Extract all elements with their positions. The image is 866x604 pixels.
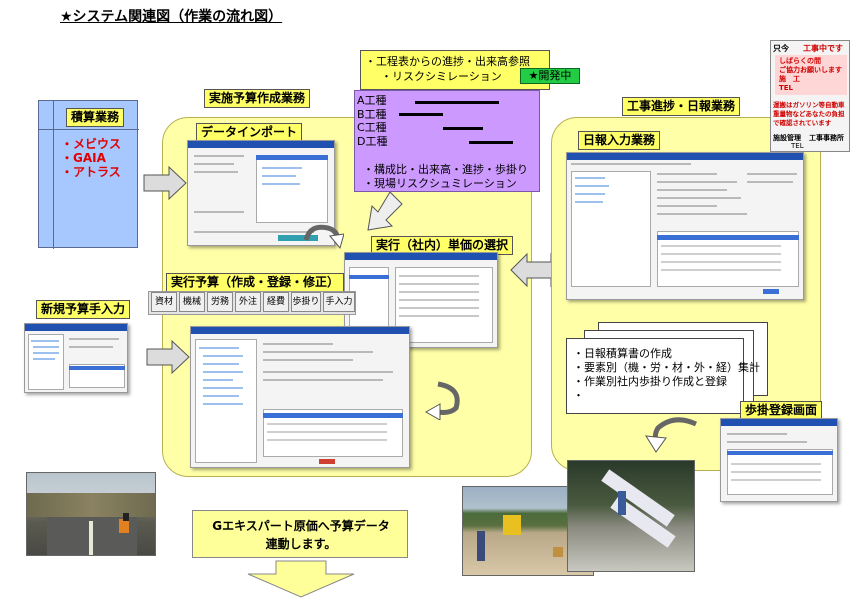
data-import-label: データインポート <box>196 123 303 142</box>
sign-lines-top: しばらくの間 ご協力お願いします 施 工 TEL <box>779 57 842 93</box>
sign-line: で確認されています <box>773 119 832 127</box>
schedule-note: ・構成比・出来高・進捗・歩掛り <box>363 163 528 176</box>
expense-button[interactable]: 経費 <box>263 292 289 312</box>
gantt-bar <box>415 101 499 104</box>
schedule-note: ・現場リスクシュミレーション <box>363 177 517 190</box>
road-photo <box>26 472 156 556</box>
estimation-list: ・メビウス ・GAIA ・アトラス <box>61 137 121 179</box>
arrow-down-left-icon <box>360 190 404 234</box>
doc-line: ・要素別（機・労・材・外・経）集計 <box>573 361 760 374</box>
gantt-bar <box>469 141 513 144</box>
gantt-bar <box>443 127 483 130</box>
ayugake-label: 歩掛登録画面 <box>740 401 823 420</box>
estimation-divider-h <box>39 129 139 130</box>
subcontract-button[interactable]: 外注 <box>235 292 261 312</box>
process-row: B工種 <box>357 107 387 121</box>
page-title: ★システム関連図（作業の流れ図） <box>60 9 283 25</box>
schedule-header-line1: ・工程表からの進捗・出来高参照 <box>365 55 530 68</box>
estimation-label: 積算業務 <box>66 108 125 127</box>
unit-price-screen <box>344 252 498 348</box>
new-budget-screen <box>24 323 128 393</box>
sign-footer-tel: TEL <box>791 142 804 150</box>
process-row: A工種 <box>357 94 387 107</box>
sign-line: ご協力お願いします <box>779 66 842 74</box>
exec-budget-label: 実行予算（作成・登録・修正） <box>166 273 345 292</box>
curved-arrow-icon <box>300 220 344 256</box>
sign-footer-left: 施設管理 <box>773 134 801 142</box>
construction-sign: 只今 工事中です しばらくの間 ご協力お願いします 施 工 TEL 運搬はガソリ… <box>770 40 850 152</box>
sign-line: 重量物などあなたの負担 <box>773 110 845 118</box>
process-row: C工種 <box>357 121 387 134</box>
bottom-note-line1: Gエキスパート原価へ予算データ <box>212 519 390 533</box>
curved-arrow-icon <box>424 380 468 420</box>
daily-report-doc: ・日報積算書の作成 ・要素別（機・労・材・外・経）集計 ・作業別社内歩掛り作成と… <box>566 338 760 414</box>
progress-work-label: 工事進捗・日報業務 <box>622 97 741 116</box>
bottom-note: Gエキスパート原価へ予算データ 連動します。 <box>192 510 408 558</box>
estimation-item: ・GAIA <box>61 151 106 165</box>
manual-input-button[interactable]: 手入力 <box>323 292 355 312</box>
ayugake-screen <box>720 418 838 502</box>
schedule-header: ・工程表からの進捗・出来高参照 ・リスクシミレーション <box>360 50 550 90</box>
sign-line: しばらくの間 <box>779 57 821 65</box>
sign-footer-right: 工事事務所 <box>809 134 844 142</box>
doc-line: ・作業別社内歩掛り作成と登録 <box>573 375 727 388</box>
exec-budget-screen <box>190 326 410 468</box>
arrow-right-icon <box>146 340 190 374</box>
estimation-divider-v <box>53 101 54 249</box>
doc-line: ・ <box>573 389 584 402</box>
budget-button-strip: 資材 機械 労務 外注 経費 歩掛り 手入力 <box>148 291 356 315</box>
labor-button[interactable]: 労務 <box>207 292 233 312</box>
bottom-note-line2: 連動します。 <box>265 537 337 551</box>
sign-line: 施 工 <box>779 75 800 83</box>
unit-price-label: 実行（社内）単価の選択 <box>371 236 514 255</box>
material-button[interactable]: 資材 <box>151 292 177 312</box>
estimation-item: ・メビウス <box>61 137 122 151</box>
curved-arrow-icon <box>640 414 700 454</box>
sign-line: TEL <box>779 84 794 92</box>
daily-input-label: 日報入力業務 <box>578 131 661 150</box>
doc-line: ・日報積算書の作成 <box>573 347 672 360</box>
trench-photo <box>567 460 695 572</box>
arrow-down-icon <box>246 560 356 598</box>
new-budget-label: 新規予算手入力 <box>36 300 131 319</box>
schedule-notes: ・構成比・出来高・進捗・歩掛り ・現場リスクシュミレーション <box>363 163 528 191</box>
budget-work-label: 実施予算作成業務 <box>204 89 311 108</box>
arrow-right-icon <box>143 166 187 200</box>
schedule-header-line2: ・リスクシミレーション <box>381 70 502 83</box>
daily-input-screen <box>566 152 804 300</box>
sign-line: 運搬はガソリン等自動車 <box>773 101 845 109</box>
gantt-bar <box>399 113 443 116</box>
schedule-box: A工種 B工種 C工種 D工種 ・構成比・出来高・進捗・歩掛り ・現場リスクシュ… <box>354 90 540 192</box>
process-rows: A工種 B工種 C工種 D工種 <box>357 94 387 148</box>
sign-lines-mid: 運搬はガソリン等自動車 重量物などあなたの負担 で確認されています <box>773 101 845 128</box>
sign-header-left: 只今 <box>773 44 789 53</box>
ayugake-button[interactable]: 歩掛り <box>291 292 321 312</box>
process-row: D工種 <box>357 134 388 148</box>
doc-lines: ・日報積算書の作成 ・要素別（機・労・材・外・経）集計 ・作業別社内歩掛り作成と… <box>573 347 760 403</box>
sign-header-right: 工事中です <box>803 44 843 53</box>
machine-button[interactable]: 機械 <box>179 292 205 312</box>
dev-badge: ★開発中 <box>520 68 580 84</box>
estimation-item: ・アトラス <box>61 165 121 179</box>
